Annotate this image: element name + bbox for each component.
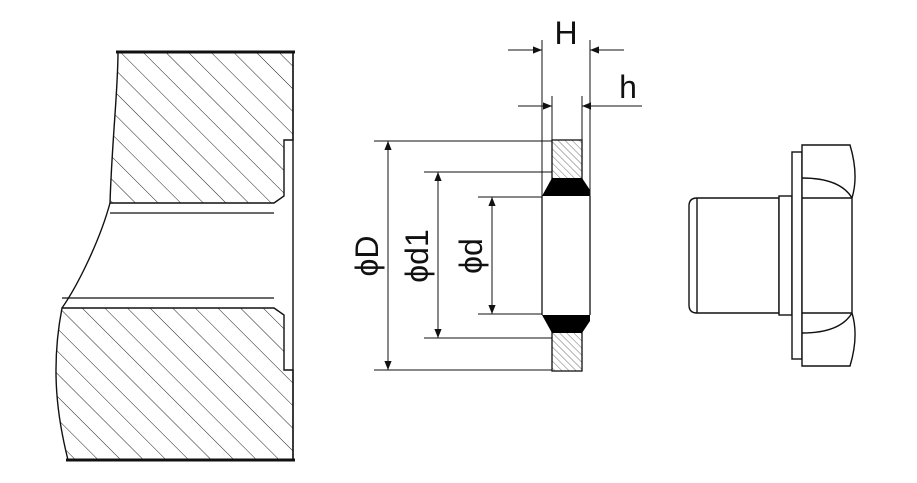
bolt-threaded-shank [688,197,780,314]
label-H: H [554,15,577,51]
seal-washer-section [541,139,591,372]
washer-upper-rubber-lip [542,178,590,196]
label-h: h [619,69,637,105]
housing-upper-section [109,51,294,204]
bolt-hex-flat-lower [801,312,853,334]
label-d1: ϕd1 [399,229,435,283]
bolt-washer-face [791,151,803,360]
label-D: ϕD [349,235,385,276]
washer-lower-metal-ring [551,326,583,372]
washer-lower-rubber-lip [542,315,590,333]
housing-lower-section [55,307,294,461]
dimensions [374,40,642,371]
washer-upper-metal-ring [551,139,583,185]
housing-bore-profile [61,202,111,309]
hex-plug-bolt [688,144,856,367]
bolt-collar [778,195,793,316]
bolt-hex-flat-upper [801,177,853,199]
housing-section [55,50,295,462]
label-d: ϕd [453,238,489,274]
